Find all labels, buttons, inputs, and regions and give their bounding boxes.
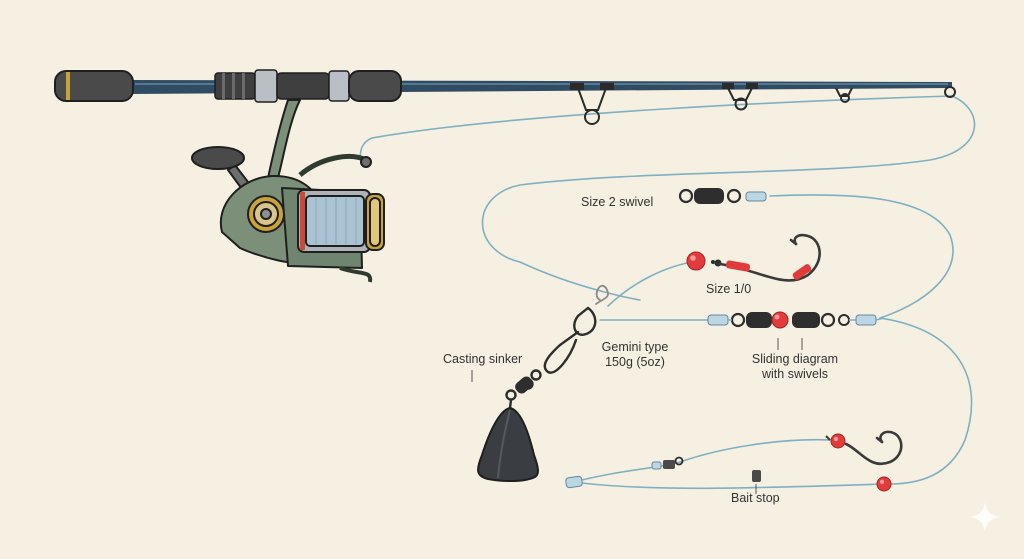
gemini-label-line1: Gemini type [601, 340, 669, 354]
bait-stop-label: Bait stop [731, 491, 780, 505]
fishing-hook-icon [686, 233, 821, 282]
fishing-line-main [359, 95, 976, 490]
casting-sinker-label: Casting sinker [443, 352, 523, 366]
barrel-swivel-icon [678, 188, 767, 204]
hook-size-label: Size 1/0 [706, 282, 752, 296]
gemini-label: Gemini type 150g (5oz) [590, 340, 680, 370]
gemini-label-line2: 150g (5oz) [605, 355, 665, 369]
lower-trace [565, 430, 903, 492]
fishing-rod-icon [54, 69, 956, 125]
spinning-reel-icon [191, 99, 385, 283]
size2-swivel-label: Size 2 swivel [581, 195, 654, 209]
snap-link-icon [505, 285, 609, 410]
sliding-label-line2: with swivels [762, 367, 828, 381]
sliding-diagram-label: Sliding diagram with swivels [735, 352, 855, 382]
bait-stop-icon [752, 470, 761, 482]
sliding-swivels-icon [707, 311, 885, 329]
leader-lines [471, 338, 803, 494]
sliding-label-line1: Sliding diagram [751, 352, 839, 366]
pyramid-sinker-icon [477, 406, 539, 483]
sparkle-icon [970, 502, 1000, 532]
